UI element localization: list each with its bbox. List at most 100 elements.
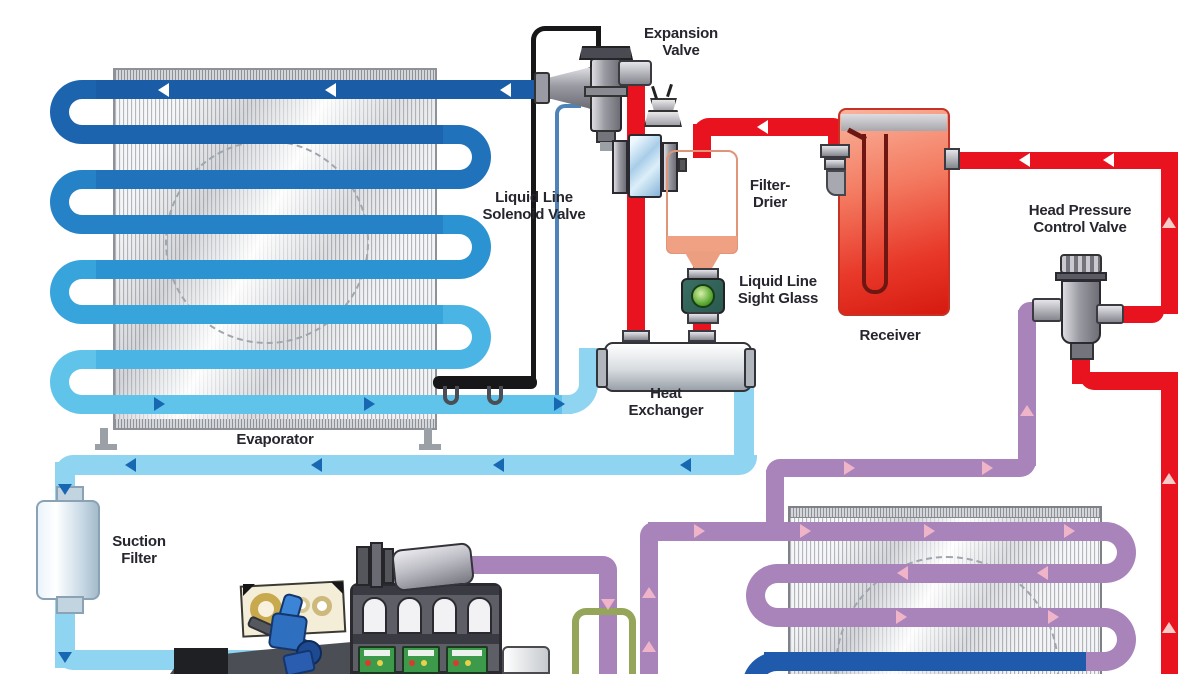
pipe-clamp-icon (443, 386, 459, 405)
flow-arrow-icon (364, 397, 375, 411)
discharge-up-leg (640, 522, 658, 674)
flow-arrow-icon (125, 458, 136, 472)
evaporator-coil-row (95, 350, 445, 369)
receiver-inlet-stub (944, 148, 960, 170)
flow-arrow-icon (1162, 473, 1176, 484)
compressor-mid-rail (353, 634, 499, 644)
capillary-vertical (555, 116, 559, 400)
heat-exchanger-stub-nut-left (622, 330, 650, 342)
receiver-tank (838, 108, 950, 316)
flow-arrow-icon (800, 524, 811, 538)
evaporator-foot-left-base (95, 444, 117, 450)
liquid-right-riser-upper (1161, 152, 1178, 314)
condenser-outlet-riser (1161, 372, 1178, 674)
label-evaporator: Evaporator (236, 431, 314, 448)
flow-arrow-icon (1162, 217, 1176, 228)
bypass-to-hpcv-vertical (1018, 310, 1036, 466)
gauge-dot-icon (421, 660, 427, 666)
flow-arrow-icon (1019, 153, 1030, 167)
expansion-valve-inlet-nut (534, 72, 550, 104)
evaporator-coil-uturn-left (50, 80, 96, 144)
flow-arrow-icon (896, 610, 907, 624)
flow-arrow-icon (493, 458, 504, 472)
compressor-base-box (174, 648, 228, 674)
gauge-strip-icon (364, 650, 390, 656)
flow-arrow-icon (897, 566, 908, 580)
liquid-line-receiver-to-drier (693, 118, 847, 136)
compressor-arch-icon (397, 597, 422, 634)
discharge-bypass-branch (766, 459, 1036, 477)
sight-glass-bottom-nut (687, 312, 719, 324)
oil-canister (502, 646, 550, 674)
label-expansion-valve: Expansion Valve (643, 25, 719, 59)
equalizer-line-corner (531, 26, 601, 52)
liquid-drier-inlet (693, 124, 711, 158)
gauge-strip-icon (408, 650, 434, 656)
receiver-top-band (841, 114, 947, 131)
discharge-from-muffler (452, 556, 617, 574)
gauge-dot-icon (453, 660, 459, 666)
flow-arrow-icon (642, 587, 656, 598)
flow-arrow-icon (1037, 566, 1048, 580)
heat-exchanger-stub-nut-right (688, 330, 716, 342)
evaporator-coil-row (95, 170, 445, 189)
evaporator-foot-right (424, 428, 432, 446)
plate-dial-icon (312, 596, 332, 616)
gauge-dot-icon (409, 660, 415, 666)
receiver-outlet-fitting (820, 144, 850, 158)
label-sight-glass: Liquid Line Sight Glass (737, 273, 819, 307)
head-pressure-valve-left-port (1032, 298, 1062, 322)
equalizer-line-drop (596, 30, 601, 52)
flow-arrow-icon (1103, 153, 1114, 167)
flow-arrow-icon (924, 524, 935, 538)
flow-arrow-icon (757, 120, 768, 134)
label-suction-filter: Suction Filter (112, 533, 166, 567)
compressor-arch-icon (432, 597, 457, 634)
solenoid-pin (678, 158, 687, 172)
condenser-coil-row (764, 652, 1088, 671)
hpcv-condenser-link (1080, 372, 1178, 390)
evaporator-coil-row (95, 215, 445, 234)
gauge-dot-icon (377, 660, 383, 666)
flow-arrow-icon (554, 397, 565, 411)
flow-arrow-icon (58, 484, 72, 495)
condenser-coil-row (788, 608, 1088, 627)
evaporator-coil-row (95, 125, 445, 144)
head-pressure-valve-right-port (1096, 304, 1124, 324)
capillary-curve (555, 104, 581, 120)
discharge-down-leg (599, 570, 617, 674)
label-head-pressure-valve: Head Pressure Control Valve (1028, 202, 1132, 236)
flow-arrow-icon (158, 83, 169, 97)
flow-arrow-icon (311, 458, 322, 472)
receiver-outlet-fitting-lower (824, 158, 846, 170)
gauge-dot-icon (365, 660, 371, 666)
compressor-arch-icon (467, 597, 492, 634)
pipe-clamp-icon (487, 386, 503, 405)
flow-arrow-icon (500, 83, 511, 97)
expansion-valve-outlet-port (618, 60, 652, 86)
condenser-header-strip (790, 508, 1100, 518)
heat-exchanger-cap-right (744, 348, 756, 388)
receiver-dip-tube (862, 134, 888, 294)
flow-arrow-icon (601, 599, 615, 610)
flow-arrow-icon (982, 461, 993, 475)
suction-filter-body (36, 500, 100, 600)
flow-arrow-icon (844, 461, 855, 475)
receiver-outlet-elbow (826, 170, 846, 196)
compressor-arch-icon (362, 597, 387, 634)
label-solenoid-valve: Liquid Line Solenoid Valve (482, 189, 586, 223)
filter-drier-band (667, 236, 737, 253)
condenser-coil-row (788, 564, 1088, 583)
evaporator-coil-row (95, 305, 445, 324)
flow-arrow-icon (642, 641, 656, 652)
flow-arrow-icon (1020, 405, 1034, 416)
flow-arrow-icon (694, 524, 705, 538)
evaporator-footer-strip (115, 419, 435, 428)
sight-glass-lens (691, 284, 715, 308)
